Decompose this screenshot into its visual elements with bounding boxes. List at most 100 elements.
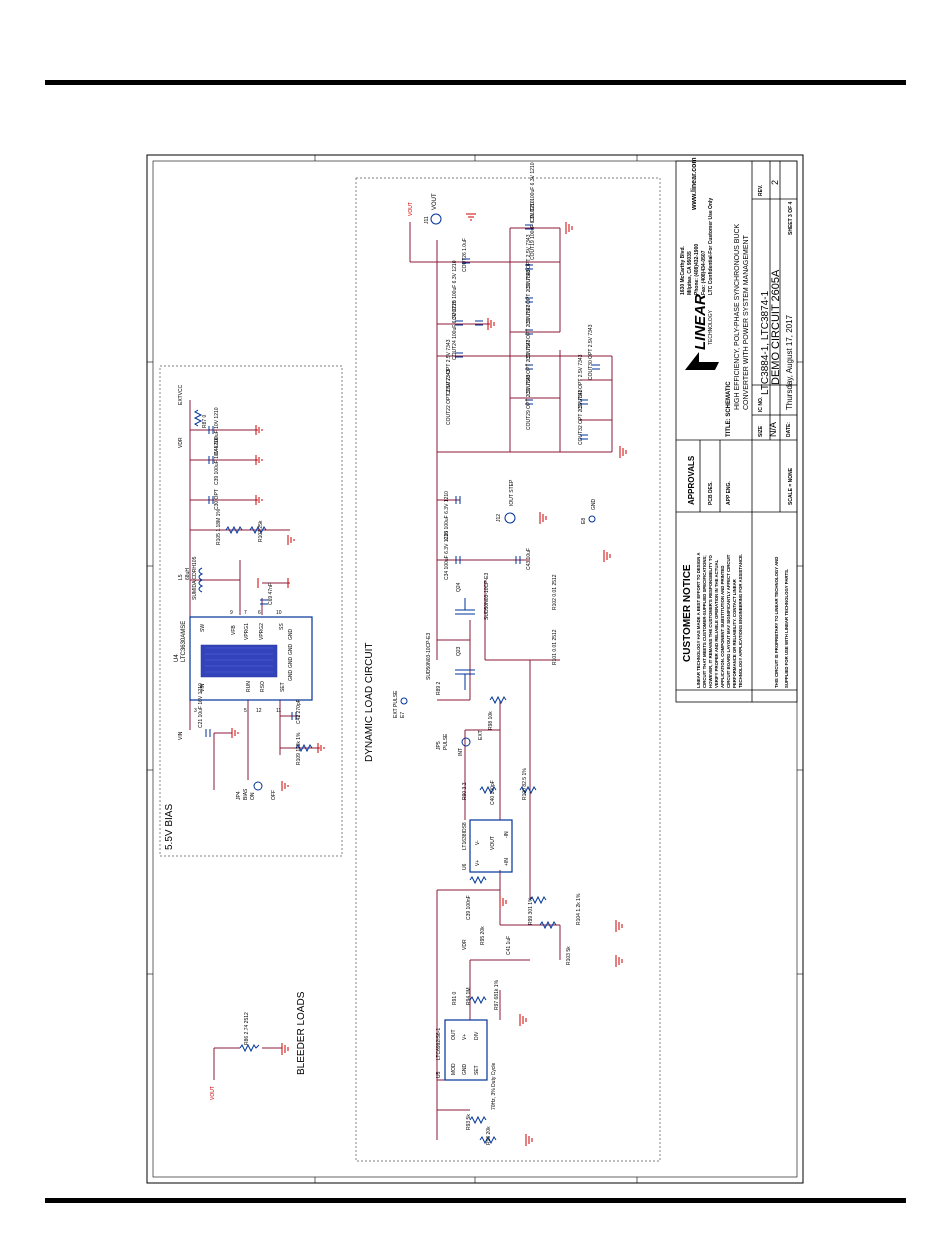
- jp4-jumper-symbol: [253, 781, 263, 791]
- output-cap-labels: COUT22 OPT 2.5V 7343 COUT23 OPT 2.5V 734…: [446, 162, 594, 445]
- e8-gnd-terminal: [588, 515, 596, 523]
- c42-label: C42 270pF: [296, 699, 302, 724]
- u4-num-10: 10: [276, 610, 282, 616]
- duty-cycle-note: 70Hz, 3% Duty Cycle: [491, 1063, 497, 1110]
- dynamic-load-title: DYNAMIC LOAD CIRCUIT: [364, 643, 375, 762]
- web-line: www.linear.com: [691, 157, 698, 211]
- u4-chip-body: [189, 616, 313, 701]
- u4-pin-vfb: VFB: [231, 625, 237, 635]
- r104-label: R104 1.2k 1%: [576, 893, 582, 925]
- j12-label: IOUT STEP: [509, 479, 515, 506]
- u4-pin-rso: RSO: [260, 681, 266, 692]
- r103-label: R103 5k: [566, 946, 572, 965]
- title-block-grid: [675, 160, 798, 703]
- r87-label: R87 0: [202, 414, 208, 428]
- c21-label: C21 10uF 16V 1210: [198, 683, 204, 728]
- bias-passive-labels: C44 100uF 10V 1210 C39 100uF 10V 1210 C3…: [198, 407, 302, 765]
- l5-inductor: [198, 567, 204, 593]
- u4-num-9: 9: [230, 610, 233, 616]
- j11-vout-terminal: [430, 213, 442, 225]
- dynamic-passive-symbols: [455, 496, 557, 1145]
- q23-ref: Q23: [456, 646, 462, 656]
- net-extvcc: EXTVCC: [178, 384, 184, 405]
- size-value: N/A: [768, 422, 778, 437]
- title-label: TITLE: SCHEMATIC: [726, 381, 732, 437]
- q23-part: SUD50N03-10CP-E3: [426, 633, 432, 680]
- j11-label: VOUT: [432, 193, 438, 210]
- address-line-1: 1630 McCarthy Blvd.: [680, 245, 686, 295]
- u4-pin-gnd-d: GND: [288, 670, 294, 682]
- r89-label: R89 2: [436, 681, 442, 695]
- c34-label: C34 100uF 6.3V 1210: [444, 531, 450, 580]
- sheet-value: SHEET 3 OF 4: [788, 201, 794, 235]
- r102-label: R102 0.01 2512: [552, 574, 558, 610]
- u4-pin-numbers: 3 5 12 11 9 7 6 10: [194, 610, 282, 714]
- bias-section-box: [159, 365, 343, 857]
- net-vin: VIN: [178, 731, 184, 740]
- cout31-label: COUT31 OPT 2.5V 7343: [578, 354, 584, 410]
- net-vdr-dyn: VDR: [462, 939, 468, 950]
- notice-footer-1: THIS CIRCUIT IS PROPRIETARY TO LINEAR TE…: [774, 557, 779, 688]
- bleeder-wires: [213, 1047, 282, 1080]
- u6-part: LT1638IDS8: [462, 822, 468, 850]
- title-line-1: HIGH EFFICIENCY, POLY-PHASE SYNCHRONOUS …: [734, 223, 741, 410]
- c30-label: C30 OPT: [214, 489, 220, 510]
- u4-pin-vprg2: VPRG2: [259, 623, 265, 640]
- r105-label: R105 1.18M 1%: [216, 509, 222, 545]
- c69-label: C69 47nF: [268, 583, 274, 605]
- cout20-label: COUT20 100uF 6.3V 1210: [530, 162, 536, 222]
- u4-pad-hatch: [205, 647, 273, 673]
- cout22-label: COUT22 OPT 2.5V 7343: [446, 369, 452, 425]
- r97-label: R97 681k 1%: [494, 979, 500, 1010]
- dynamic-load-section-box: [355, 177, 661, 1162]
- date-label: DATE:: [786, 422, 792, 437]
- u4-pin-set: SET: [280, 682, 286, 692]
- j11-ref: J11: [424, 216, 430, 224]
- r86-resistor: [239, 1043, 260, 1053]
- cout27-label: COUT27 OPT 2.5V 7343: [526, 304, 532, 360]
- u4-ref: U4: [174, 654, 180, 662]
- u4-pin-vin: VIN: [200, 683, 206, 692]
- cout25-label: COUT25 100uF 6.3V 1210: [452, 260, 458, 320]
- u6-pin-vminus: V-: [475, 840, 481, 845]
- net-vout-top: VOUT: [408, 202, 414, 216]
- logo-subtext: TECHNOLOGY: [708, 309, 714, 345]
- notice-line-8: TECHNOLOGY APPLICATIONS ENGINEERING FOR …: [738, 554, 743, 688]
- ic-value: LTC3884-1, LTC3874-1: [760, 290, 771, 395]
- cout19-label: COUT19 100uF 6.3V 1210: [530, 200, 536, 260]
- u5-pin-names: MOD GND SET OUT V+ DIV: [451, 1029, 480, 1075]
- jp5-jumper-symbol: [461, 737, 471, 747]
- u4-num-3: 3: [194, 708, 197, 714]
- output-cap-symbols: [455, 224, 600, 440]
- u6-pin-minus-in: -IN: [504, 831, 510, 838]
- notice-footer-2: SUPPLIED FOR USE WITH LINEAR TECHNOLOGY …: [784, 569, 789, 688]
- size-label: SIZE: [758, 425, 764, 437]
- demo-circuit: DEMO CIRCUIT 2605A: [770, 269, 782, 385]
- r91-label: R91 0: [452, 991, 458, 1005]
- u5-pin-vplus: V+: [462, 1034, 468, 1040]
- u4-pin-ss: SS: [279, 623, 285, 630]
- u5-pin-gnd: GND: [462, 1064, 468, 1076]
- app-eng-label: APP ENG.: [726, 481, 732, 505]
- notice-body: LINEAR TECHNOLOGY HAS MADE A BEST EFFORT…: [696, 553, 789, 688]
- r99-label: R99 301 1%: [528, 897, 534, 925]
- c41-label: C41 1uF: [506, 936, 512, 955]
- u4-pin-gnd-c: GND: [288, 657, 294, 669]
- title-line-2: CONVERTER WITH POWER SYSTEM MANAGEMENT: [743, 234, 750, 410]
- r86-label: R86 2.74 2512: [244, 1012, 250, 1045]
- notice-line-1: LINEAR TECHNOLOGY HAS MADE A BEST EFFORT…: [696, 553, 701, 688]
- cout24-label: COUT24 100uF 6.3V 1210: [452, 300, 458, 360]
- u6-pin-vplus: V+: [475, 860, 481, 866]
- net-vdr: VDR: [178, 437, 184, 448]
- c35-label: C35 100uF 6.3V 1210: [444, 491, 450, 540]
- u6-chip-body: [469, 819, 513, 873]
- cout32-label: COUT32 OPT 2.5V 7343: [578, 389, 584, 445]
- l5-ref: L5: [178, 574, 184, 580]
- j12-ref: J12: [496, 514, 502, 522]
- address-line-2: Milpitas, CA 95035: [687, 251, 693, 295]
- linear-logo-mark: [685, 352, 719, 370]
- e7-ext-pulse-terminal: [400, 697, 408, 705]
- q24-part: SUD50N03-10CP-E3: [484, 573, 490, 620]
- notice-line-6: CIRCUIT BOARD LAYOUT MAY SIGNIFICANTLY A…: [726, 554, 731, 688]
